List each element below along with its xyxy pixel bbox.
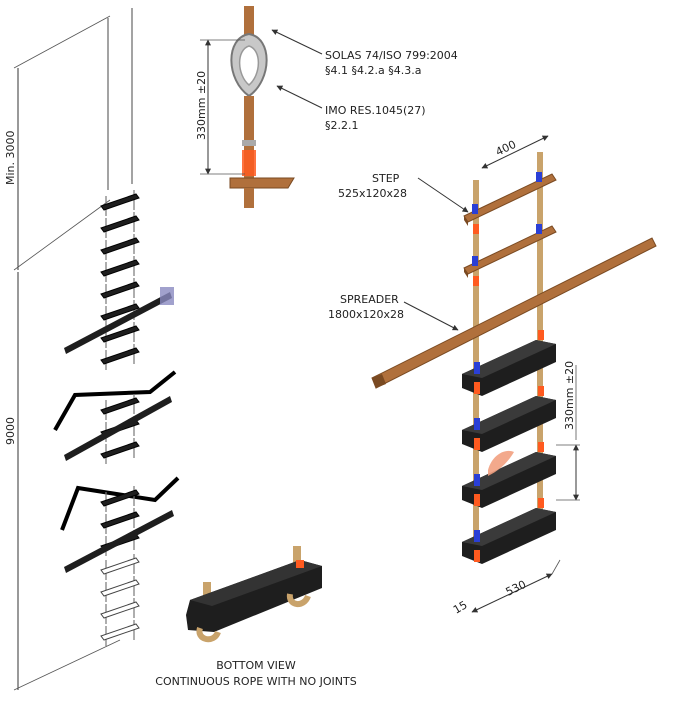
wooden-step-edge [464, 268, 468, 278]
step-marker-orange [473, 276, 479, 286]
rubber-step-top [462, 508, 556, 546]
small-ladder-step [100, 237, 140, 255]
step-marker-orange [538, 386, 544, 396]
small-ladder-step [100, 489, 140, 507]
small-ladder-step [100, 259, 140, 277]
rubber-step-top [462, 396, 556, 434]
label-spreader-title: SPREADER [340, 293, 399, 306]
label-step-title: STEP [372, 172, 400, 185]
wooden-steps [463, 172, 557, 286]
dim-depth-530: 530 [504, 578, 529, 599]
bottom-rope-loop-right [286, 593, 311, 607]
spreader-bar-right [371, 237, 657, 389]
small-ladder-step [100, 215, 140, 233]
step-marker-blue [474, 474, 480, 486]
step-marker-blue [472, 204, 478, 214]
dim-min-3000: Min. 3000 [4, 130, 17, 185]
bottom-outline-steps [100, 554, 140, 646]
bottom-view-detail: BOTTOM VIEW CONTINUOUS ROPE WITH NO JOIN… [155, 546, 357, 688]
thimble-rope-bottom [244, 96, 254, 180]
rubber-step-top [462, 452, 556, 490]
step-marker-orange [474, 494, 480, 506]
bottom-rope-loop-left [196, 627, 221, 643]
spreader-bar-left-2 [64, 396, 172, 461]
spreader-bar-left-3 [64, 510, 174, 573]
step-marker-orange [473, 224, 479, 234]
label-spreader-dims: 1800x120x28 [328, 308, 404, 321]
dim-width-400: 400 [494, 138, 519, 159]
break-mark-2 [60, 476, 180, 531]
rubber-step-top [462, 340, 556, 378]
label-imo: IMO RES.1045(27) [325, 104, 426, 117]
small-ladder-step [100, 325, 140, 343]
dim-step-spacing-330: 330mm ±20 [563, 361, 576, 430]
step-marker-blue [474, 362, 480, 374]
spreader-bar-left-1 [64, 292, 172, 354]
step-marker-blue [536, 172, 542, 182]
dim-thimble-330: 330mm ±20 [195, 71, 208, 140]
small-ladder-step [100, 441, 140, 459]
small-ladder-step [100, 601, 140, 619]
step-marker-orange [474, 382, 480, 394]
dim-9000: 9000 [4, 417, 17, 445]
step-marker-orange [538, 442, 544, 452]
step-marker-blue [474, 418, 480, 430]
label-continuous-rope: CONTINUOUS ROPE WITH NO JOINTS [155, 675, 356, 688]
small-ladder-step [100, 303, 140, 321]
step-marker-orange [474, 550, 480, 562]
thimble-detail: 330mm ±20 SOLAS 74/ISO 799:2004 §4.1 §4.… [195, 6, 458, 208]
step-marker-blue [472, 256, 478, 266]
step-marker-blue [474, 530, 480, 542]
small-ladder-step [100, 557, 140, 575]
step-marker-orange [474, 438, 480, 450]
right-ladder-detail: 400 STEP 525x120x28 SPREADER 1800x120x28… [328, 135, 657, 617]
upper-steps [100, 190, 140, 370]
thimble-rope-top [244, 6, 254, 36]
left-ladder-overview: Min. 3000 9000 [4, 8, 180, 691]
label-solas-sections: §4.1 §4.2.a §4.3.a [325, 64, 421, 77]
small-ladder-step [100, 281, 140, 299]
small-ladder-step [100, 397, 140, 415]
label-imo-section: §2.2.1 [325, 119, 359, 132]
thimble-step-section [229, 177, 295, 189]
break-mark-1 [53, 370, 177, 431]
small-ladder-step [100, 579, 140, 597]
step-marker-orange [538, 498, 544, 508]
bottom-rope-right [293, 546, 301, 572]
label-step-dims: 525x120x28 [338, 187, 407, 200]
small-ladder-step [100, 511, 140, 529]
step-marker-orange [538, 330, 544, 340]
step-marker-blue [536, 224, 542, 234]
small-ladder-step [100, 193, 140, 211]
small-ladder-step [100, 347, 140, 365]
dim-thickness-15: 15 [451, 598, 470, 616]
rubber-steps [462, 330, 556, 564]
label-solas: SOLAS 74/ISO 799:2004 [325, 49, 458, 62]
wooden-step-edge [464, 216, 468, 226]
small-ladder-step [100, 623, 140, 641]
label-bottom-view: BOTTOM VIEW [216, 659, 296, 672]
